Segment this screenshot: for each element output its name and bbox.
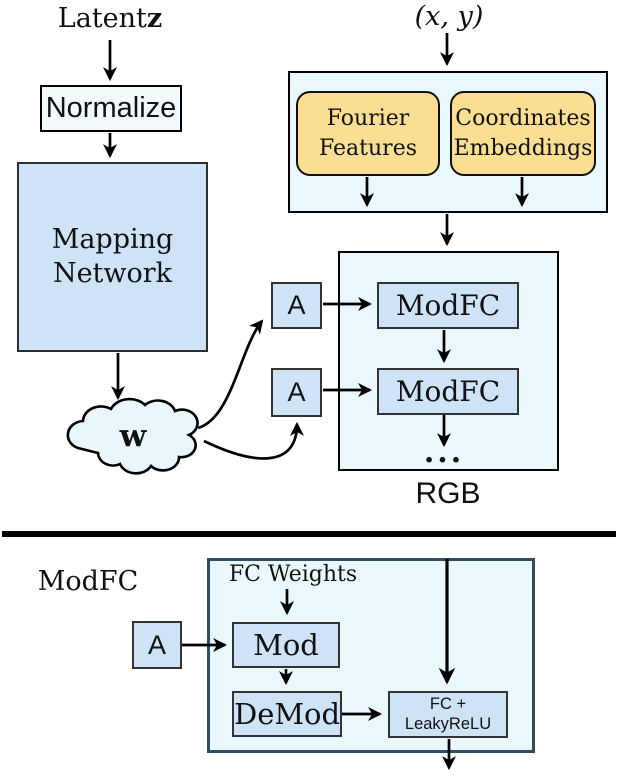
section-divider-line — [2, 531, 616, 537]
rgb-output-label: RGB — [415, 477, 481, 510]
fourier-features-line1: Fourier — [326, 105, 410, 131]
demod-box: DeMod — [232, 691, 342, 737]
ellipsis-label: ... — [423, 434, 465, 470]
normalize-box: Normalize — [40, 85, 182, 132]
latent-z-label: Latent z — [30, 2, 190, 34]
arrow-w-to-a2-curve — [203, 421, 305, 460]
latent-text: Latent — [57, 2, 147, 34]
modfc-detail-title: ModFC — [37, 565, 139, 597]
xy-coordinates-label: (x, y) — [414, 0, 484, 32]
fourier-features-line2: Features — [318, 135, 418, 161]
fourier-features-box: Fourier Features — [296, 91, 440, 176]
affine-a-box-2: A — [271, 368, 322, 417]
mod-box: Mod — [232, 622, 340, 668]
fc-leakyrelu-line2: LeakyReLU — [404, 714, 492, 733]
mapping-network-line1: Mapping — [51, 224, 174, 256]
modfc-block-2: ModFC — [377, 368, 519, 415]
coordinate-embeddings-line2: Embeddings — [453, 135, 593, 161]
modfc-block-1: ModFC — [377, 282, 519, 329]
affine-a-box-1: A — [271, 282, 322, 329]
w-latent-label: w — [119, 418, 147, 454]
mapping-network-line2: Network — [52, 258, 173, 289]
fc-weights-label: FC Weights — [228, 561, 358, 587]
coordinate-embeddings-line1: Coordinates — [455, 105, 591, 131]
fc-leakyrelu-box: FC + LeakyReLU — [388, 691, 508, 738]
fc-leakyrelu-line1: FC + — [429, 694, 467, 713]
coordinate-embeddings-box: Coordinates Embeddings — [450, 91, 596, 176]
latent-z-symbol: z — [146, 2, 163, 34]
affine-a-box-detail: A — [132, 621, 182, 669]
mapping-network-box: Mapping Network — [17, 162, 208, 352]
